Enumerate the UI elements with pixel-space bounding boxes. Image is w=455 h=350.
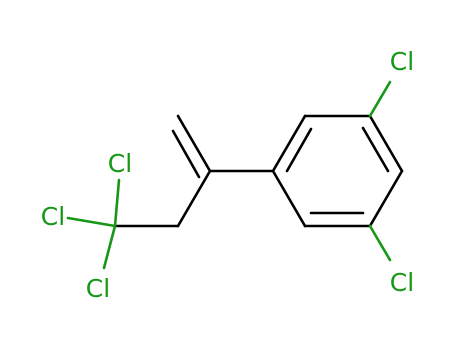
vinyl-double-bond-a — [176, 114, 212, 173]
chlorine-atom-label: Cl — [41, 202, 65, 231]
bond-c-cl-ring-top — [368, 80, 392, 118]
ring-inner-double-bond-1 — [285, 127, 313, 173]
ring-bond-c5-c6 — [271, 169, 307, 228]
bond-c-cl-chain-bottom — [102, 224, 117, 270]
ring-bond-c3-c4 — [368, 169, 404, 228]
chlorine-atom-label: Cl — [390, 268, 414, 297]
vinyl-double-bond-b — [171, 129, 201, 179]
ring-bond-c2-c3 — [368, 114, 404, 173]
bond-c-cl-chain-top — [113, 178, 121, 228]
bond-c-cl-chain-left — [66, 216, 117, 228]
chlorine-atom-label: Cl — [108, 149, 132, 178]
carbon-skeleton — [113, 114, 404, 228]
atom-labels: Cl Cl Cl Cl Cl — [41, 47, 414, 303]
bond-c-cl-ring-bottom — [368, 224, 392, 262]
chlorine-atom-label: Cl — [390, 47, 414, 76]
chlorine-atom-label: Cl — [86, 274, 110, 303]
bond-vinylic-to-ch2 — [176, 169, 212, 228]
ring-bond-c6-c1 — [271, 114, 307, 173]
ring-inner-double-bond-2 — [361, 126, 390, 173]
chlorine-bonds — [66, 80, 392, 270]
